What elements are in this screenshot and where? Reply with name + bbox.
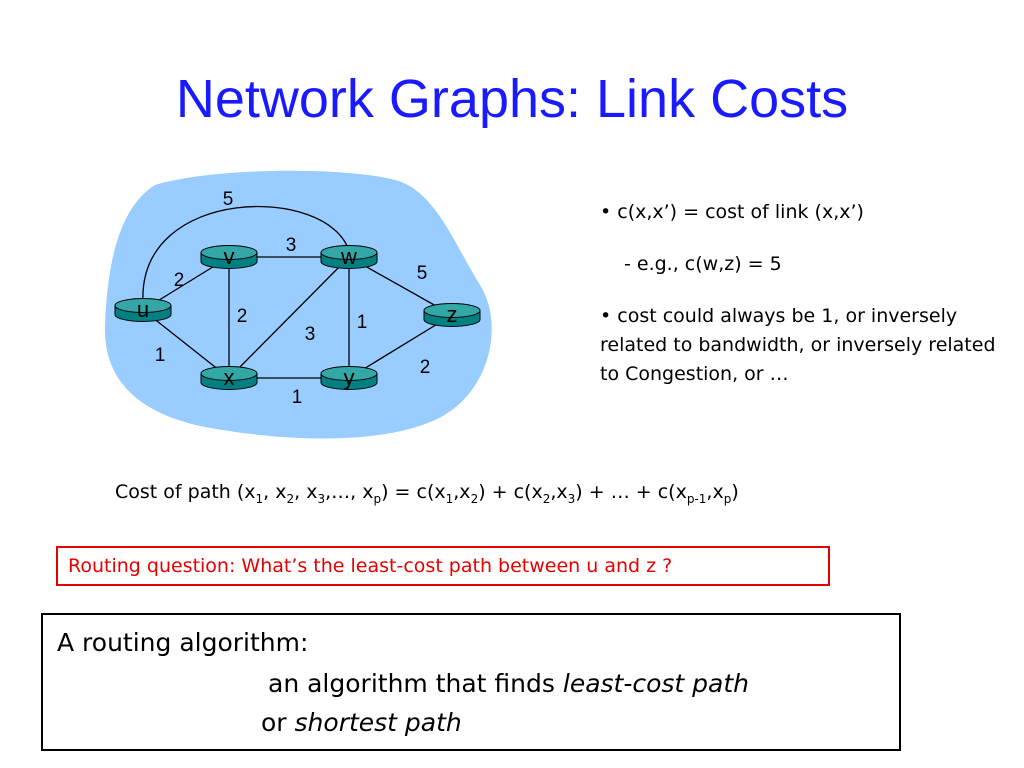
routers-layer <box>114 245 481 390</box>
node-label-z: z <box>447 302 458 327</box>
routing-question-box: Routing question: What’s the least-cost … <box>56 546 830 586</box>
subscript: 3 <box>567 491 576 506</box>
slide-title: Network Graphs: Link Costs <box>175 69 849 129</box>
link-x-w <box>228 256 350 379</box>
cost-label-w-y: 1 <box>357 312 368 333</box>
cost-label-v-w: 3 <box>286 235 297 256</box>
subscript: p <box>723 491 732 506</box>
path-cost-text: ) + … + c(x <box>575 481 687 503</box>
bullet-cost-meaning: • cost could always be 1, or inversely r… <box>600 305 996 385</box>
path-cost-text: ,…, x <box>325 481 374 503</box>
bullet-link-cost-definition: • c(x,x’) = cost of link (x,x’) <box>600 201 864 223</box>
cost-label-v-x: 2 <box>237 306 248 327</box>
path-cost-text: ) <box>731 481 739 503</box>
subscript: p <box>373 491 382 506</box>
cost-label-u-w: 5 <box>223 189 234 210</box>
definition-text: an algorithm that finds <box>268 669 563 698</box>
path-cost-text: ) = c(x <box>381 481 446 503</box>
node-label-x: x <box>224 365 235 390</box>
router-x-icon <box>200 366 258 390</box>
subscript: 2 <box>542 491 551 506</box>
subscript: 2 <box>286 491 295 506</box>
subscript: 2 <box>470 491 479 506</box>
subscript: 1 <box>445 491 454 506</box>
cost-label-x-y: 1 <box>292 387 303 408</box>
cost-label-u-v: 2 <box>174 270 185 291</box>
subscript: 3 <box>317 491 326 506</box>
routing-algorithm-definition-box: A routing algorithm: an algorithm that f… <box>41 613 901 751</box>
path-cost-text: ,x <box>550 481 568 503</box>
cost-labels-layer: 5 3 2 5 2 3 1 1 2 1 <box>155 189 431 408</box>
router-u-icon <box>114 298 172 322</box>
path-cost-text: ) + c(x <box>478 481 543 503</box>
cost-label-x-w: 3 <box>305 324 316 345</box>
bullet-example: - e.g., c(w,z) = 5 <box>624 253 782 275</box>
path-cost-text: Cost of path (x <box>115 481 256 503</box>
subscript: 1 <box>255 491 264 506</box>
path-cost-text: ,x <box>453 481 471 503</box>
path-cost-text: , x <box>294 481 318 503</box>
router-z-icon <box>423 303 481 327</box>
path-cost-formula: Cost of path (x1, x2, x3,…, xp) = c(x1,x… <box>115 481 975 506</box>
node-label-u: u <box>137 297 149 322</box>
cost-label-w-z: 5 <box>417 263 428 284</box>
cost-label-y-z: 2 <box>420 357 431 378</box>
definition-text: or <box>261 708 295 737</box>
algorithm-heading: A routing algorithm: <box>57 628 309 657</box>
link-u-x <box>142 309 230 379</box>
router-y-icon <box>320 366 378 390</box>
router-v-icon <box>200 245 258 269</box>
node-label-y: y <box>344 365 355 390</box>
algorithm-alternative-line: or shortest path <box>261 704 462 741</box>
node-label-v: v <box>224 244 235 269</box>
node-labels-layer: u v w x y z <box>137 244 458 390</box>
cost-label-u-x: 1 <box>155 345 166 366</box>
network-graph: u v w x y z 5 3 2 5 2 3 1 1 2 1 <box>104 170 492 439</box>
router-w-icon <box>320 245 378 269</box>
algorithm-definition-line: an algorithm that finds least-cost path <box>268 665 749 702</box>
node-label-w: w <box>340 244 357 269</box>
link-cost-bullets: • c(x,x’) = cost of link (x,x’) - e.g., … <box>600 198 1010 389</box>
path-cost-text: , x <box>263 481 287 503</box>
least-cost-path-term: least-cost path <box>562 669 750 698</box>
link-u-w <box>142 205 350 303</box>
path-cost-text: ,x <box>706 481 724 503</box>
subscript: p-1 <box>686 491 707 506</box>
shortest-path-term: shortest path <box>294 708 462 737</box>
